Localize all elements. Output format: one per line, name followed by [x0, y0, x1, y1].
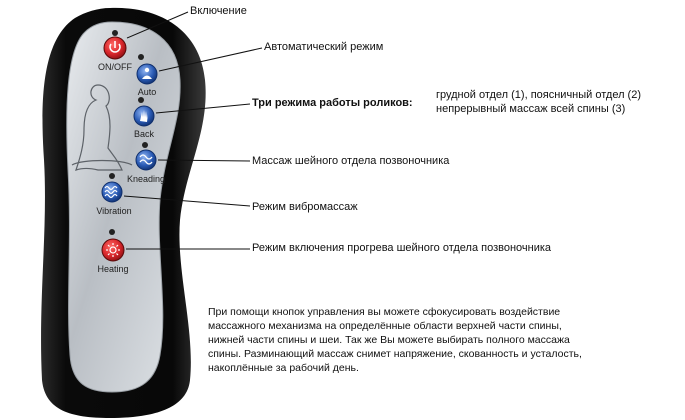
- on-off-label: ON/OFF: [98, 62, 132, 72]
- waves-icon: [139, 154, 153, 165]
- kneading-label: Kneading: [127, 174, 165, 184]
- heating-button[interactable]: Heating: [97, 238, 129, 274]
- back-indicator: [138, 97, 144, 103]
- vibration-waves-icon: [104, 185, 118, 199]
- auto-person-icon: [142, 67, 152, 79]
- heating-label: Heating: [97, 264, 128, 274]
- back-button[interactable]: Back: [133, 105, 155, 139]
- vibration-label: Vibration: [96, 206, 131, 216]
- auto-button[interactable]: Auto: [136, 63, 158, 97]
- description-line: нижней части спины и шеи. Так же Вы може…: [208, 334, 570, 346]
- power-icon: [109, 41, 121, 53]
- vibration-indicator: [109, 173, 115, 179]
- vibration-callout: Режим вибромассаж: [252, 201, 358, 213]
- rollers-callout-line1: грудной отдел (1), поясничный отдел (2): [436, 89, 642, 101]
- vibration-button[interactable]: Vibration: [96, 181, 132, 216]
- auto-callout: Автоматический режим: [264, 41, 384, 53]
- description-line: накоплённые за рабочий день.: [208, 362, 359, 374]
- power-callout: Включение: [190, 5, 247, 17]
- description-paragraph: При помощи кнопок управления вы можете с…: [208, 305, 628, 375]
- rollers-callout-title: Три режима работы роликов:: [252, 97, 413, 109]
- auto-label: Auto: [138, 87, 157, 97]
- heating-indicator: [109, 229, 115, 235]
- back-callout-line: [155, 103, 251, 114]
- heat-icon: [106, 243, 120, 257]
- description-line: массажного механизма на определённые обл…: [208, 320, 562, 332]
- callout-lines: [123, 11, 263, 250]
- heating-callout: Режим включения прогрева шейного отдела …: [252, 242, 552, 254]
- kneading-callout: Массаж шейного отдела позвоночника: [252, 155, 450, 167]
- kneading-indicator: [142, 142, 148, 148]
- on-off-button[interactable]: ON/OFF: [98, 36, 132, 72]
- rollers-callout-line2: непрерывный массаж всей спины (3): [436, 103, 626, 115]
- auto-callout-line: [158, 47, 263, 72]
- power-callout-line: [126, 11, 189, 39]
- power-indicator: [112, 30, 118, 36]
- kneading-callout-line: [157, 159, 251, 162]
- description-line: При помощи кнопок управления вы можете с…: [208, 306, 561, 318]
- auto-indicator: [138, 54, 144, 60]
- back-label: Back: [134, 129, 155, 139]
- vibration-callout-line: [123, 195, 251, 207]
- hand-icon: [140, 110, 148, 122]
- person-icon: [75, 84, 123, 171]
- description-line: спины. Разминающий массаж снимет напряже…: [208, 348, 582, 360]
- seat-line: [71, 159, 133, 166]
- kneading-button[interactable]: Kneading: [127, 149, 165, 184]
